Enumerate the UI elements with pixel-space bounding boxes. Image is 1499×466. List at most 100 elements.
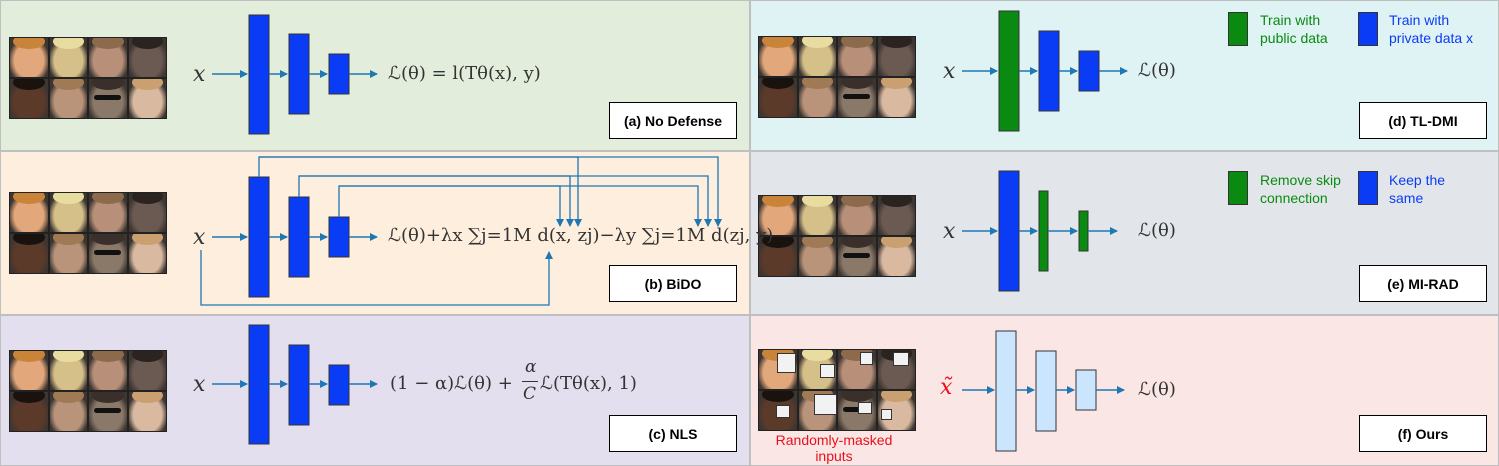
face-thumbnail [49,193,87,232]
layer-block [1075,369,1097,411]
layer-block [288,196,310,278]
layer-block [1078,210,1089,252]
caption-b: (b) BiDO [609,265,737,302]
loss-formula-suffix: ℒ(Tθ(x), 1) [540,373,637,394]
layer-block [998,10,1020,132]
face-thumbnail [838,78,876,117]
loss-fraction-numerator: α [525,357,537,377]
mask-patch [820,364,835,378]
layer-block [1038,30,1060,112]
face-thumbnail [49,234,87,273]
layer-block [328,216,350,258]
face-thumbnail [89,79,127,118]
caption-e: (e) MI-RAD [1359,265,1487,302]
layer-block [288,33,310,115]
layer-block [1078,50,1100,92]
input-symbol: x̃ [940,375,953,400]
legend-swatch-private [1358,12,1378,46]
face-thumbnail [128,351,166,390]
loss-formula: ℒ(θ) [1138,379,1176,400]
loss-formula-prefix: (1 − α)ℒ(θ) + [390,373,513,394]
face-thumbnail [10,392,48,431]
layer-block [1038,190,1049,272]
legend-swatch-keep [1358,171,1378,205]
caption-a: (a) No Defense [609,102,737,139]
face-thumbnail [128,234,166,273]
legend-swatch-remove-skip [1228,171,1248,205]
mask-patch [814,394,837,415]
layer-block [288,344,310,426]
skip-arrow [200,250,553,306]
skip-arrow [338,185,702,227]
face-thumbnail [759,78,797,117]
layer-block [328,53,350,95]
layer-block [248,176,270,298]
face-thumbnail [49,79,87,118]
loss-formula: ℒ(θ) [1138,60,1176,81]
mask-patch [858,402,872,414]
face-grid-a [9,37,167,119]
masked-inputs-note: Randomly-masked inputs [775,432,893,464]
layer-block [1035,350,1057,432]
face-thumbnail [49,351,87,390]
face-thumbnail [838,37,876,76]
legend-label-keep: Keep the same [1389,172,1446,206]
face-thumbnail [10,79,48,118]
face-thumbnail [89,234,127,273]
face-thumbnail [128,38,166,77]
mask-patch [777,353,796,373]
face-thumbnail [759,196,797,235]
loss-fraction-denominator: C [523,384,537,404]
mask-patch [860,352,873,365]
face-thumbnail [798,78,836,117]
face-thumbnail [10,351,48,390]
caption-c: (c) NLS [609,415,737,452]
caption-d: (d) TL-DMI [1359,102,1487,139]
face-thumbnail [49,392,87,431]
face-thumbnail [798,196,836,235]
mask-patch [881,409,892,420]
face-thumbnail [49,38,87,77]
face-thumbnail [10,38,48,77]
legend-label-public: Train with public data [1260,12,1328,46]
legend-label-private: Train with private data x [1389,12,1474,46]
face-thumbnail [759,237,797,276]
face-thumbnail [10,193,48,232]
face-thumbnail [798,37,836,76]
face-thumbnail [838,237,876,276]
face-grid-e [758,195,916,277]
input-symbol: x [193,225,206,250]
caption-f: (f) Ours [1359,415,1487,452]
face-thumbnail [877,196,915,235]
loss-formula: ℒ(θ)+λx ∑j=1M d(x, zj)−λy ∑j=1M d(zj, y) [388,225,774,246]
face-grid-d [758,36,916,118]
mask-patch [893,352,909,366]
face-thumbnail [128,392,166,431]
loss-fraction-bar [522,381,538,382]
face-thumbnail [798,237,836,276]
face-thumbnail [798,350,836,389]
face-thumbnail [128,193,166,232]
layer-block [998,170,1020,292]
input-symbol: x [193,62,206,87]
face-thumbnail [877,78,915,117]
face-thumbnail [877,237,915,276]
face-thumbnail [128,79,166,118]
face-thumbnail [10,234,48,273]
skip-arrow [258,156,722,227]
face-thumbnail [89,193,127,232]
face-grid-b [9,192,167,274]
skip-arrow [299,175,574,227]
face-thumbnail [89,38,127,77]
face-thumbnail [759,37,797,76]
input-symbol: x [193,372,206,397]
face-thumbnail [89,392,127,431]
skip-arrow [259,156,582,227]
input-symbol: x [943,219,956,244]
layer-block [248,324,270,445]
layer-block [328,364,350,406]
input-symbol: x [943,59,956,84]
face-thumbnail [89,351,127,390]
mask-patch [776,405,790,418]
